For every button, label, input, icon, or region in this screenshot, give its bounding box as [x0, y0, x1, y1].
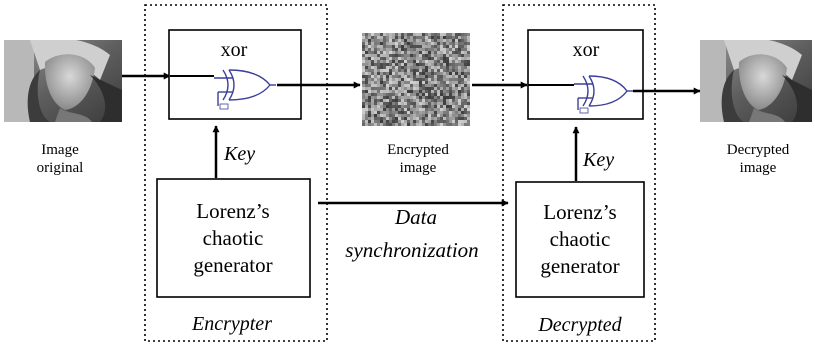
- data-sync-label-line2: synchronization: [345, 238, 478, 262]
- decrypter-generator-line2: chaotic: [550, 227, 611, 251]
- encrypter-generator-line2: chaotic: [203, 226, 264, 250]
- decrypted-image: [700, 40, 812, 122]
- decrypted-image-label-line2: image: [740, 160, 777, 176]
- encrypted-label-line2: image: [400, 160, 437, 176]
- encrypted-image: [362, 33, 470, 126]
- decrypter-generator-line1: Lorenz’s: [543, 200, 616, 224]
- encrypter-key-label: Key: [223, 143, 255, 165]
- decrypter-key-label: Key: [582, 149, 614, 171]
- image-original-label-line1: Image: [41, 142, 79, 158]
- decrypter-generator-line3: generator: [540, 254, 619, 278]
- encrypted-label-line1: Encrypted: [387, 142, 449, 158]
- xor-gate-icon: [574, 75, 633, 114]
- data-sync-label-line1: Data: [394, 205, 437, 229]
- decrypter-xor-box: [527, 29, 644, 120]
- decrypter-generator-box: [515, 181, 645, 298]
- encrypter-xor-label: xor: [221, 39, 248, 61]
- decrypter-caption: Decrypted: [537, 314, 622, 336]
- original-image: [4, 40, 122, 122]
- encrypter-xor-box: [168, 29, 302, 120]
- encrypter-generator-line1: Lorenz’s: [196, 199, 269, 223]
- decrypted-image-label-line1: Decrypted: [727, 142, 790, 158]
- encrypter-generator-line3: generator: [193, 253, 272, 277]
- decrypter-xor-label: xor: [573, 39, 600, 61]
- encrypter-caption: Encrypter: [191, 313, 272, 335]
- decrypter-container: [502, 4, 656, 342]
- encrypter-generator-box: [156, 178, 311, 298]
- xor-gate-icon: [214, 69, 276, 110]
- image-original-label-line2: original: [37, 160, 84, 176]
- encrypter-container: [144, 4, 328, 342]
